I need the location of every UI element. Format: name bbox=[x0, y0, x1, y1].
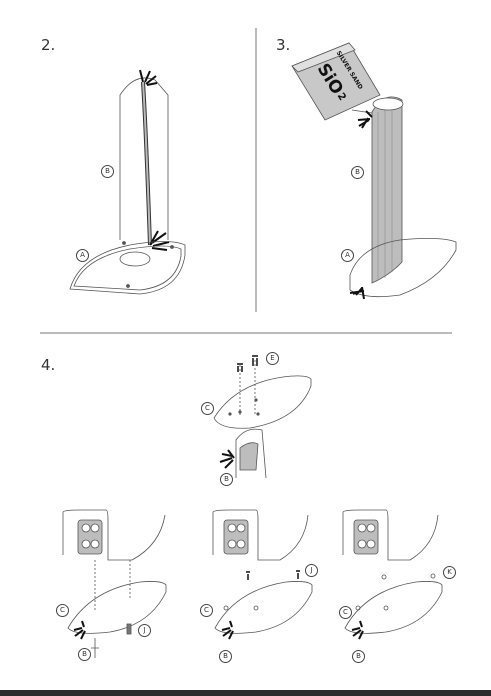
callout-b-panel1: B bbox=[78, 648, 91, 661]
callout-j-panel1: J bbox=[138, 624, 151, 637]
base-plate bbox=[69, 241, 186, 295]
callout-j-panel2: J bbox=[305, 564, 318, 577]
step-4-label: 4. bbox=[41, 356, 56, 374]
base-plate-filled bbox=[349, 238, 457, 298]
filled-column bbox=[371, 96, 403, 284]
step-2-illustration bbox=[69, 69, 186, 295]
step-4-panel-1 bbox=[62, 509, 167, 658]
top-plate bbox=[213, 375, 312, 429]
callout-b-step2: B bbox=[101, 165, 114, 178]
callout-b-step3: B bbox=[351, 166, 364, 179]
callout-c-panel2: C bbox=[200, 604, 213, 617]
callout-c-top: C bbox=[201, 402, 214, 415]
callout-a-step2: A bbox=[76, 249, 89, 262]
callout-b-panel3: B bbox=[352, 650, 365, 663]
callout-b-panel2: B bbox=[219, 650, 232, 663]
bag-formula-subscript: 2 bbox=[335, 91, 348, 103]
callout-c-panel3: C bbox=[339, 606, 352, 619]
column-outline bbox=[119, 77, 169, 240]
step-3-illustration bbox=[291, 42, 457, 300]
step-4-panel-2 bbox=[212, 509, 313, 640]
callout-k-panel3: K bbox=[443, 566, 456, 579]
silver-sand-bag bbox=[291, 42, 381, 121]
step-4-panel-3 bbox=[342, 509, 443, 640]
callout-e: E bbox=[266, 352, 279, 365]
callout-a-step3: A bbox=[341, 249, 354, 262]
callout-c-panel1: C bbox=[56, 604, 69, 617]
callout-b-top: B bbox=[220, 473, 233, 486]
step-2-label: 2. bbox=[41, 36, 56, 54]
footer-bar bbox=[0, 690, 491, 696]
step-4-top-illustration bbox=[213, 355, 312, 479]
step-3-label: 3. bbox=[276, 36, 291, 54]
